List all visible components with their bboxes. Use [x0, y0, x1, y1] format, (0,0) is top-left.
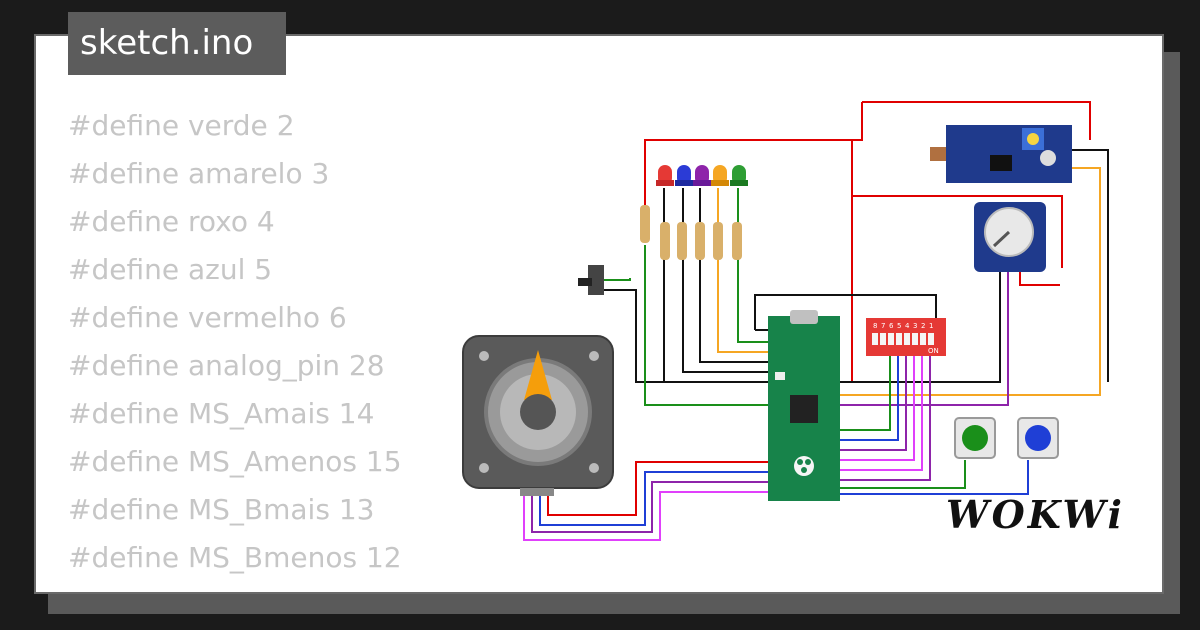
code-line: #define roxo 4: [68, 205, 275, 238]
wire-dip-5: [840, 355, 923, 471]
code-line: #define analog_pin 28: [68, 349, 385, 382]
resistor-icon[interactable]: [677, 222, 687, 260]
push-button-blue-icon[interactable]: [1017, 417, 1059, 459]
stepper-motor-icon[interactable]: [462, 335, 614, 496]
wire-resistor-green: [644, 245, 768, 406]
wire-stepper-red: [547, 461, 768, 516]
code-line: #define amarelo 3: [68, 157, 330, 190]
resistor-icon[interactable]: [640, 205, 650, 243]
wire-dip-1: [840, 355, 891, 431]
resistor-icon[interactable]: [713, 222, 723, 260]
code-preview: #define verde 2 #define amarelo 3 #defin…: [68, 106, 402, 586]
potentiometer-icon[interactable]: [974, 202, 1046, 272]
wire-red-pot: [852, 195, 1063, 268]
resistor-icon[interactable]: [732, 222, 742, 260]
dip-on-label: ON: [928, 347, 939, 355]
dip-number: 4: [905, 322, 910, 330]
push-button-green-icon[interactable]: [954, 417, 996, 459]
led-icon[interactable]: [675, 165, 693, 186]
wire-blue-button: [840, 460, 1029, 495]
wire-red-pot2: [1019, 268, 1060, 286]
wire-dip-3: [840, 355, 907, 451]
wire-red-pico: [840, 140, 853, 383]
light-sensor-module-icon[interactable]: [930, 125, 1072, 183]
raspberry-pi-logo-icon: [794, 456, 814, 476]
code-line: #define MS_Amais 14: [68, 397, 375, 430]
wire-dip-6: [840, 355, 931, 481]
wire-dip-2: [840, 355, 899, 441]
wokwi-logo: WOKWi: [946, 492, 1125, 537]
dip-number: 5: [897, 322, 901, 330]
resistor-icon[interactable]: [695, 222, 705, 260]
dip-number: 7: [881, 322, 885, 330]
dip-switch[interactable]: 8 7 6 5 4 3 2 1 ON: [866, 318, 946, 356]
wire-led-4: [717, 188, 768, 353]
code-line: #define verde 2: [68, 109, 295, 142]
wire-red-resistor: [644, 102, 863, 210]
wires: [523, 101, 1109, 541]
wire-green-button: [840, 460, 966, 489]
dip-number: 8: [873, 322, 877, 330]
led-row: [656, 165, 748, 186]
dip-number: 3: [913, 322, 917, 330]
wire-led-3: [699, 188, 768, 363]
dip-number: 2: [921, 322, 925, 330]
wire-led-5: [737, 188, 768, 343]
wire-black-dip: [754, 294, 937, 330]
slide-switch-icon[interactable]: [578, 265, 604, 295]
code-line: #define MS_Bmais 13: [68, 493, 375, 526]
wire-purple-pot: [840, 268, 1009, 406]
led-icon[interactable]: [693, 165, 711, 186]
resistor-icon[interactable]: [660, 222, 670, 260]
file-tab[interactable]: sketch.ino: [68, 12, 286, 75]
led-icon[interactable]: [711, 165, 729, 186]
led-icon[interactable]: [656, 165, 674, 186]
wire-black-pot: [600, 268, 1001, 383]
code-line: #define azul 5: [68, 253, 273, 286]
dip-number: 6: [889, 322, 894, 330]
wire-stepper-purple: [531, 481, 768, 533]
led-icon[interactable]: [730, 165, 748, 186]
wire-red-vcc-sensor: [862, 101, 1091, 140]
resistors: [640, 205, 742, 260]
wire-dip-4: [840, 355, 915, 461]
wire-black-sensor: [1072, 149, 1109, 382]
code-line: #define MS_Amenos 15: [68, 445, 402, 478]
raspberry-pi-pico[interactable]: [768, 310, 840, 501]
code-line: #define MS_Bmenos 12: [68, 541, 402, 574]
code-line: #define vermelho 6: [68, 301, 347, 334]
wire-stepper-blue: [539, 471, 768, 526]
dip-number: 1: [929, 322, 933, 330]
wire-stepper-pink: [523, 490, 768, 541]
wire-led-2: [682, 188, 768, 373]
wire-orange-sensor: [840, 167, 1101, 396]
wire-switch: [604, 278, 631, 281]
